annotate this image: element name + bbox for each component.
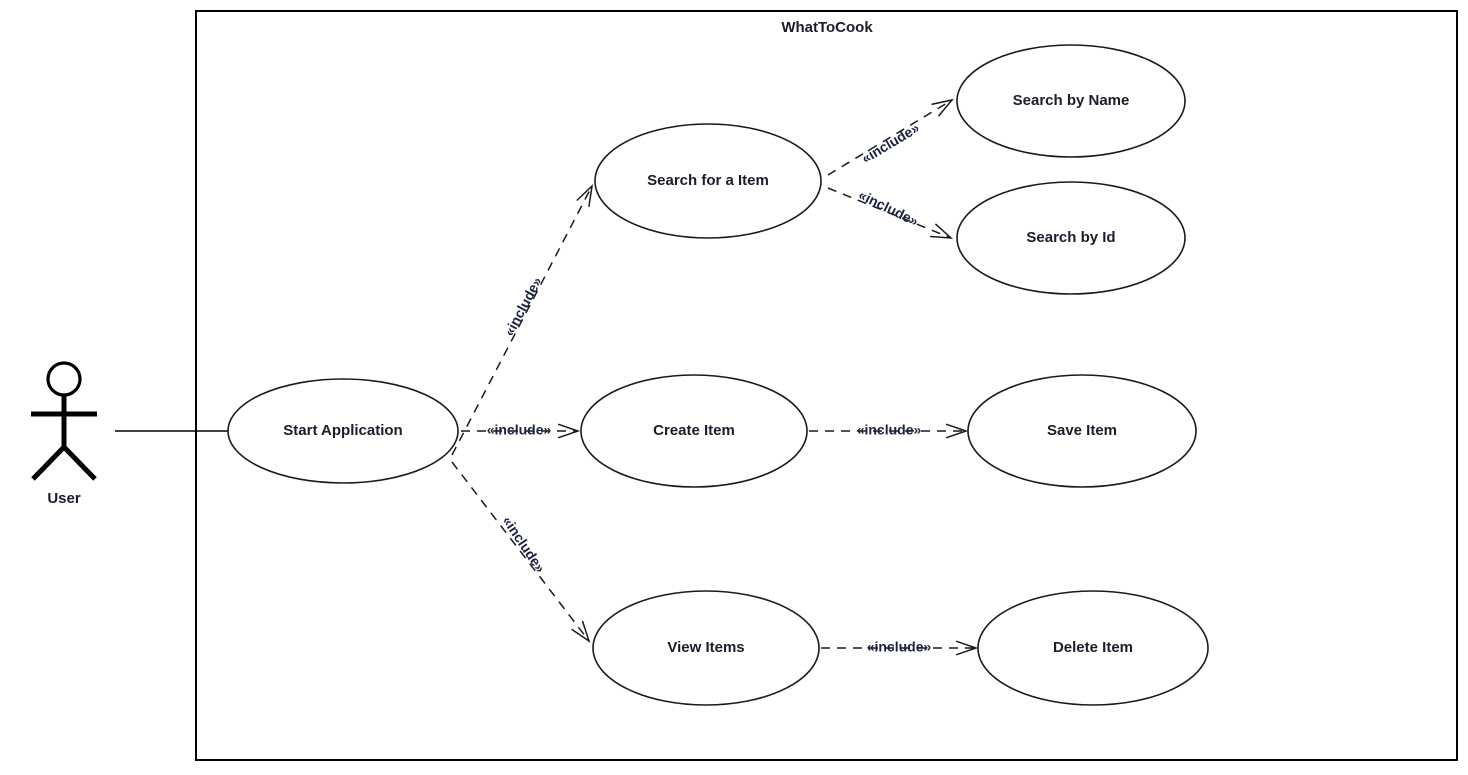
actor-user[interactable]: User [31, 361, 97, 507]
include-arrowhead-icon [571, 620, 591, 643]
use-case-ellipse [594, 123, 822, 239]
system-boundary-title: WhatToCook [781, 19, 873, 36]
use-case-search-for-a-item[interactable]: Search for a Item [594, 123, 822, 239]
include-arrowhead-icon [955, 640, 979, 656]
include-arrowhead-icon [930, 223, 954, 239]
use-case-view-items[interactable]: View Items [592, 590, 820, 706]
actor-head-icon [46, 361, 82, 397]
use-case-label: Delete Item [1053, 639, 1133, 656]
include-relationship-include-start-to-create[interactable]: «include» [461, 422, 581, 439]
include-stereotype-label: «include» [487, 422, 552, 438]
use-case-delete-item[interactable]: Delete Item [977, 590, 1209, 706]
include-arrowhead-icon [576, 183, 594, 207]
include-stereotype-label: «include» [867, 639, 932, 655]
use-case-label: Create Item [653, 422, 735, 439]
include-dashed-line [827, 187, 952, 239]
use-case-search-by-id[interactable]: Search by Id [956, 181, 1186, 295]
include-arrowhead-icon [557, 423, 581, 439]
include-arrowhead-icon [945, 423, 969, 439]
use-case-ellipse [592, 590, 820, 706]
use-case-label: Search by Name [1013, 92, 1130, 109]
use-case-label: Search for a Item [647, 172, 769, 189]
include-dashed-line [451, 461, 590, 642]
actor-label: User [47, 490, 81, 507]
system-boundary [195, 10, 1458, 761]
use-case-label: Start Application [283, 422, 402, 439]
use-case-label: Save Item [1047, 422, 1117, 439]
use-case-save-item[interactable]: Save Item [967, 374, 1197, 488]
use-case-ellipse [956, 44, 1186, 158]
use-case-ellipse [956, 181, 1186, 295]
use-case-ellipse [580, 374, 808, 488]
include-arrowhead-icon [931, 98, 954, 117]
include-dashed-line [451, 185, 593, 456]
actor-right-leg-line [62, 445, 97, 481]
use-case-create-item[interactable]: Create Item [580, 374, 808, 488]
include-stereotype-label: «include» [857, 422, 922, 438]
include-dashed-line [827, 99, 953, 176]
use-case-label: Search by Id [1026, 229, 1115, 246]
use-case-start-application[interactable]: Start Application [227, 378, 459, 484]
include-relationship-include-create-to-save[interactable]: «include» [809, 422, 969, 439]
use-case-label: View Items [667, 639, 744, 656]
actor-left-leg-line [31, 445, 66, 481]
use-case-ellipse [227, 378, 459, 484]
use-case-search-by-name[interactable]: Search by Name [956, 44, 1186, 158]
include-relationship-include-view-to-delete[interactable]: «include» [821, 639, 979, 656]
